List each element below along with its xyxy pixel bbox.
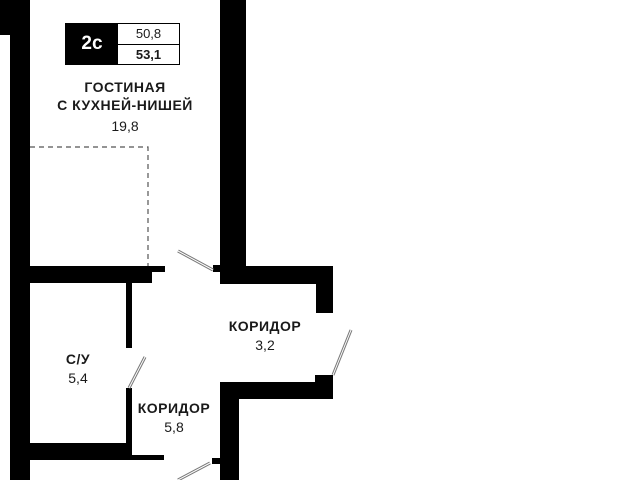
corridor-1-label: КОРИДОР	[228, 318, 302, 334]
living-room-wall-stub	[150, 266, 165, 272]
door-jamb-lower	[212, 458, 222, 464]
bathroom-partition-upper	[126, 282, 132, 348]
bathroom-bottom-wall	[10, 443, 132, 460]
living-room-right-wall	[220, 0, 246, 272]
kitchen-niche-outline	[30, 146, 149, 266]
bathroom-partition-lower	[126, 388, 132, 445]
corridor-left-lower-wall	[220, 382, 239, 480]
total-area-value: 53,1	[135, 46, 162, 62]
bathroom-area: 5,4	[68, 370, 88, 386]
corridor-2-area: 5,8	[164, 419, 184, 435]
corridor-top-wall	[220, 266, 333, 284]
outer-wall-left	[10, 0, 30, 480]
bathroom-label: С/У	[65, 351, 91, 367]
living-room-area: 19,8	[111, 118, 139, 134]
corridor-bottom-wall	[220, 382, 333, 399]
door-icon	[127, 249, 353, 480]
door-jamb-living	[213, 265, 223, 272]
apartment-type-badge: 2с 50,8 53,1	[65, 23, 180, 65]
apartment-type: 2с	[66, 24, 118, 64]
corridor-2-label: КОРИДОР	[137, 400, 211, 416]
living-area-value: 50,8	[118, 24, 179, 45]
living-room-bottom-wall	[10, 266, 152, 283]
living-room-label: ГОСТИНАЯ С КУХНЕЙ-НИШЕЙ	[57, 79, 193, 113]
corridor-bottom-step	[315, 375, 333, 385]
bathroom-wall-stub	[130, 455, 164, 460]
corridor-1-area: 3,2	[255, 337, 275, 353]
corridor-right-wall-stub	[316, 266, 333, 313]
